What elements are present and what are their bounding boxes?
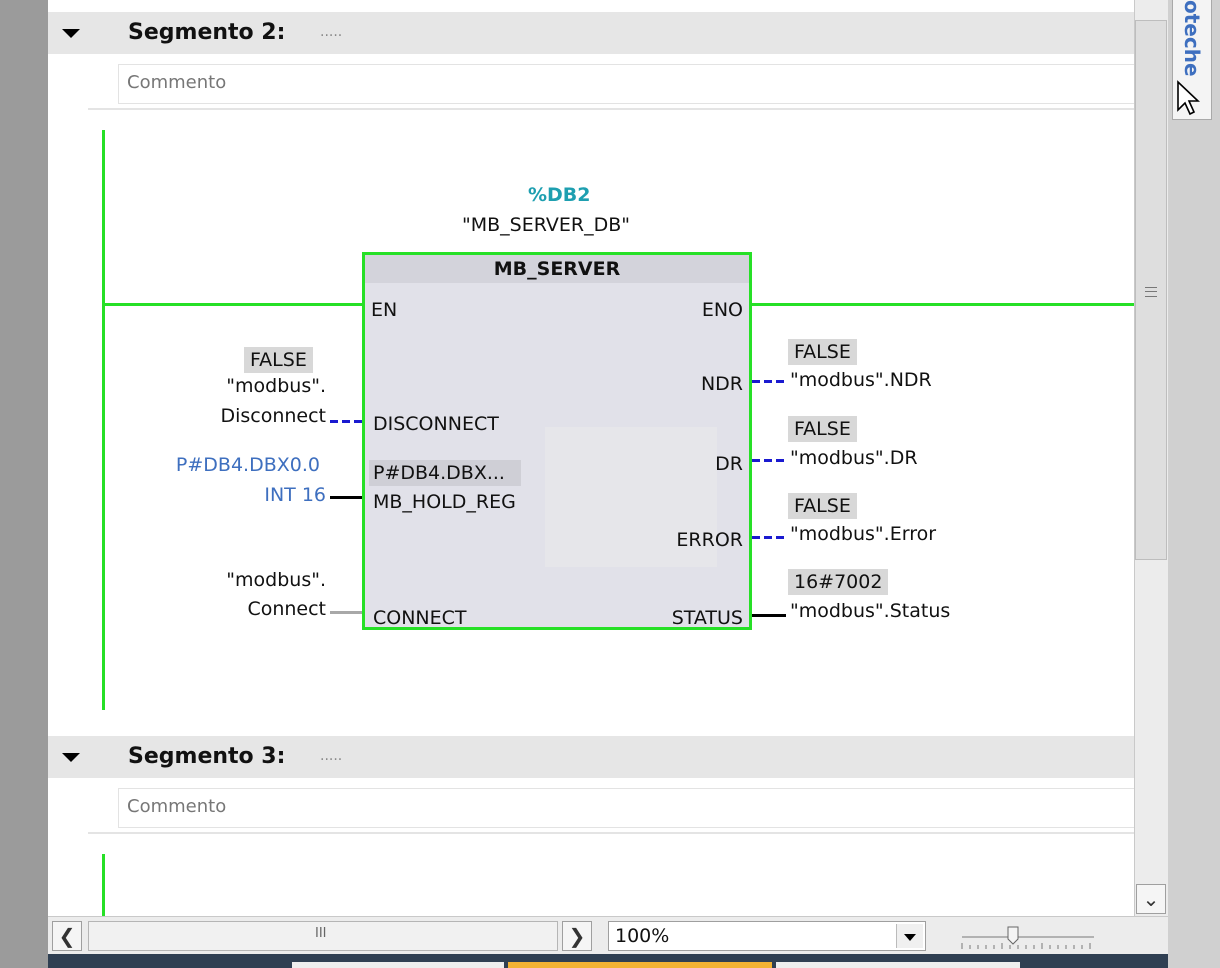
bottom-tab-3[interactable] (776, 962, 1020, 968)
segment-3-dots: ..... (320, 748, 343, 764)
left-power-rail (102, 130, 105, 710)
block-title: MB_SERVER (365, 255, 749, 283)
block-body-area (545, 427, 717, 567)
slider-handle-icon (1007, 926, 1019, 945)
chevron-right-icon: ❯ (568, 924, 586, 948)
disconnect-tag-line2[interactable]: Disconnect (220, 405, 326, 427)
pin-error[interactable]: ERROR (676, 529, 743, 551)
error-wire (752, 536, 786, 539)
segment-3-power-rail (102, 854, 105, 916)
pin-eno[interactable]: ENO (701, 299, 743, 321)
horizontal-scroll-track[interactable]: III (88, 921, 558, 951)
mouse-cursor-icon (1177, 80, 1200, 116)
ladder-editor[interactable]: Segmento 2: ..... Commento %DB2 "MB_SERV… (48, 0, 1134, 916)
error-value: FALSE (788, 493, 857, 519)
segment-3-comment[interactable]: Commento (118, 788, 1134, 828)
scroll-right-button[interactable]: ❯ (562, 921, 592, 951)
zoom-dropdown-button[interactable] (896, 924, 923, 948)
chevron-left-icon: ❮ (58, 924, 76, 948)
dr-value: FALSE (788, 416, 857, 442)
scroll-down-button[interactable]: ⌄ (1136, 884, 1166, 914)
db-name[interactable]: "MB_SERVER_DB" (462, 214, 631, 236)
ndr-wire (752, 380, 786, 383)
horizontal-scroll-grip: III (315, 926, 327, 941)
disconnect-wire (330, 420, 362, 423)
disconnect-tag-line1[interactable]: "modbus". (226, 375, 326, 397)
pin-status[interactable]: STATUS (671, 607, 743, 629)
collapse-triangle-icon (62, 753, 80, 762)
error-tag[interactable]: "modbus".Error (790, 523, 937, 545)
chevron-down-icon: ⌄ (1142, 887, 1160, 911)
collapse-triangle-icon (62, 29, 80, 38)
connect-tag-line1[interactable]: "modbus". (226, 569, 326, 591)
dropdown-arrow-icon (904, 934, 916, 941)
zoom-slider[interactable] (956, 921, 1100, 951)
ndr-tag[interactable]: "modbus".NDR (790, 369, 932, 391)
status-value: 16#7002 (788, 569, 889, 595)
ndr-value: FALSE (788, 339, 857, 365)
pin-dr[interactable]: DR (715, 453, 743, 475)
pin-disconnect[interactable]: DISCONNECT (373, 413, 499, 435)
pin-ndr[interactable]: NDR (700, 373, 743, 395)
status-wire (752, 614, 786, 617)
zoom-select[interactable]: 100% (608, 921, 926, 951)
mb-server-block[interactable]: MB_SERVER EN DISCONNECT P#DB4.DBX... MB_… (362, 252, 752, 630)
eno-wire (752, 303, 1134, 306)
dr-tag[interactable]: "modbus".DR (790, 447, 918, 469)
pin-connect[interactable]: CONNECT (373, 607, 467, 629)
segment-2-divider (88, 108, 1134, 110)
segment-3-divider (88, 832, 1134, 834)
db-number: %DB2 (528, 184, 591, 206)
bottom-toolbar: ❮ III ❯ 100% (48, 916, 1168, 955)
status-tag[interactable]: "modbus".Status (790, 600, 951, 622)
segment-3-header: Segmento 3: ..... (48, 736, 1134, 778)
connect-wire (330, 611, 362, 614)
pin-en[interactable]: EN (371, 299, 398, 321)
segment-3-title: Segmento 3: (128, 744, 286, 769)
hold-reg-operand-line2[interactable]: INT 16 (264, 484, 326, 506)
hold-reg-inner-value: P#DB4.DBX... (373, 462, 505, 484)
vertical-scroll-thumb[interactable] (1135, 20, 1167, 560)
right-task-panel (1168, 0, 1220, 968)
disconnect-value: FALSE (244, 347, 313, 373)
segment-2-collapse-toggle[interactable] (58, 22, 82, 44)
scroll-left-button[interactable]: ❮ (52, 921, 82, 951)
hold-reg-inner-box: P#DB4.DBX... (369, 460, 521, 486)
segment-2-title: Segmento 2: (128, 20, 286, 45)
bottom-tab-2[interactable] (508, 962, 772, 968)
hold-reg-operand-line1[interactable]: P#DB4.DBX0.0 (175, 454, 320, 476)
segment-2-dots: ..... (320, 24, 343, 40)
segment-2-comment[interactable]: Commento (118, 64, 1134, 104)
segment-3-collapse-toggle[interactable] (58, 746, 82, 768)
thumb-grip-icon (1145, 287, 1157, 297)
libraries-tab-label[interactable]: oteche (1180, 0, 1204, 77)
connect-tag-line2[interactable]: Connect (247, 598, 326, 620)
pin-mb-hold-reg[interactable]: MB_HOLD_REG (373, 491, 516, 513)
bottom-tab-1[interactable] (292, 962, 504, 968)
dr-wire (752, 459, 786, 462)
status-strip (48, 954, 1168, 968)
en-wire (102, 303, 364, 306)
hold-reg-wire (330, 496, 362, 499)
segment-2-header: Segmento 2: ..... (48, 12, 1134, 54)
zoom-value: 100% (615, 925, 670, 947)
